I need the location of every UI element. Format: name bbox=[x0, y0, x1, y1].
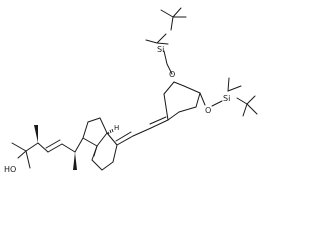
bond bbox=[17, 150, 27, 159]
bond bbox=[166, 63, 173, 75]
o-atom-top: O bbox=[169, 70, 175, 79]
bond bbox=[145, 39, 158, 44]
bond bbox=[163, 81, 175, 95]
bond bbox=[61, 143, 76, 153]
bond bbox=[99, 117, 108, 134]
wedge-bond bbox=[73, 152, 77, 170]
bond bbox=[11, 142, 27, 152]
bond bbox=[173, 81, 185, 87]
bond bbox=[227, 77, 230, 92]
bond bbox=[116, 135, 134, 146]
bond bbox=[170, 16, 174, 31]
bond bbox=[45, 139, 61, 149]
bond bbox=[115, 131, 132, 142]
h-atom-ring-junction: H bbox=[114, 124, 119, 132]
bond bbox=[37, 142, 49, 153]
bond bbox=[178, 106, 197, 113]
bond bbox=[163, 50, 168, 65]
bond bbox=[101, 161, 114, 171]
molecule-structure-diagram: Si O O Si bbox=[4, 7, 258, 174]
bond bbox=[199, 92, 206, 106]
si-atom-right: Si bbox=[223, 94, 230, 103]
bond bbox=[91, 159, 103, 171]
o-atom-right: O bbox=[205, 106, 211, 115]
bond bbox=[149, 116, 167, 125]
tbs-group-top bbox=[145, 7, 187, 75]
bond bbox=[246, 103, 258, 115]
bond bbox=[246, 95, 256, 105]
bond bbox=[82, 121, 89, 139]
ho-group: HO bbox=[4, 165, 16, 174]
bond bbox=[156, 33, 167, 44]
bond bbox=[74, 137, 84, 153]
bond bbox=[195, 92, 201, 108]
hash-line bbox=[111, 128, 114, 133]
diene-linker bbox=[115, 116, 169, 146]
bond bbox=[150, 119, 169, 129]
bond bbox=[132, 127, 152, 137]
hashed-bond bbox=[107, 128, 114, 135]
si-atom-top: Si bbox=[157, 45, 164, 54]
cd-ring-system bbox=[82, 117, 118, 171]
hash-line bbox=[107, 131, 110, 135]
bond bbox=[156, 42, 169, 45]
wedge-bond bbox=[34, 125, 38, 143]
bond bbox=[96, 132, 108, 147]
bond bbox=[236, 97, 248, 105]
a-ring bbox=[163, 81, 201, 121]
bond bbox=[172, 7, 182, 18]
bond bbox=[227, 85, 242, 92]
bond bbox=[112, 144, 118, 163]
side-chain bbox=[11, 125, 84, 170]
bond bbox=[242, 103, 248, 117]
tbs-group-right bbox=[199, 77, 258, 117]
hash-line bbox=[109, 129, 112, 134]
bond bbox=[183, 85, 201, 94]
bond bbox=[106, 132, 118, 146]
bond bbox=[160, 9, 174, 18]
bond bbox=[163, 93, 169, 121]
bond bbox=[87, 117, 101, 123]
bond bbox=[167, 111, 180, 121]
bond bbox=[211, 100, 223, 107]
bond bbox=[82, 137, 98, 147]
bond bbox=[25, 142, 39, 152]
bond bbox=[25, 150, 31, 169]
bond bbox=[93, 145, 98, 157]
bond bbox=[47, 143, 63, 153]
